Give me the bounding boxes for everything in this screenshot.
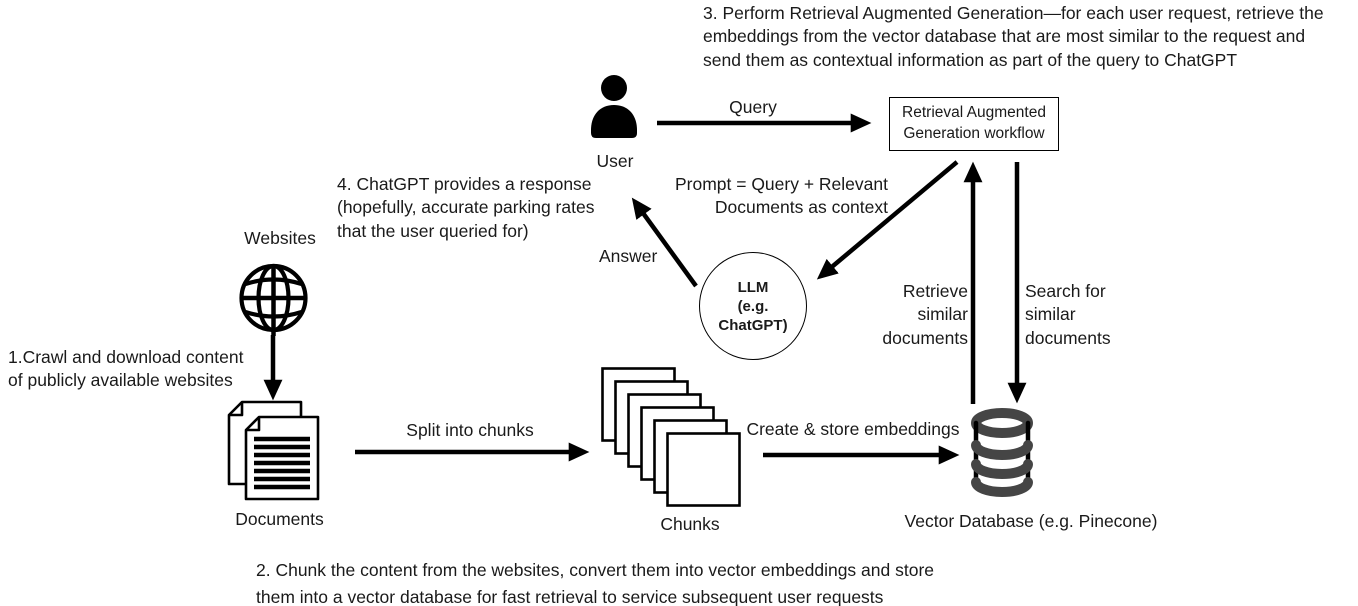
documents-icon [227,400,320,501]
rag-workflow-box: Retrieval Augmented Generation workflow [889,97,1059,151]
step1-annotation: 1.Crawl and download content of publicly… [8,347,244,391]
documents-label: Documents [235,509,324,529]
vector-db-label: Vector Database (e.g. Pinecone) [904,511,1158,531]
prompt-arrow [816,160,959,280]
retrieve-edge-label: Retrieve similar documents [882,281,968,348]
step4-annotation: 4. ChatGPT provides a response (hopefull… [337,174,595,241]
database-icon [971,408,1033,497]
split-edge-label: Split into chunks [406,420,534,440]
search-edge-label: Search for similar documents [1025,281,1111,348]
prompt-edge-label: Prompt = Query + Relevant Documents as c… [674,174,888,218]
chunks-icon [601,367,741,507]
step2-annotation: 2. Chunk the content from the websites, … [256,560,935,606]
query-edge-label: Query [729,97,777,117]
answer-edge-label: Answer [599,246,658,266]
step3-annotation: 3. Perform Retrieval Augmented Generatio… [703,3,1324,70]
globe-icon [239,263,308,336]
embed-edge-label: Create & store embeddings [746,419,960,439]
chunks-label: Chunks [660,514,720,534]
user-label: User [596,151,634,171]
llm-node-label: LLM (e.g. ChatGPT) [718,278,788,334]
websites-label: Websites [244,228,316,248]
person-icon [591,75,637,138]
llm-node: LLM (e.g. ChatGPT) [699,252,807,360]
answer-arrow [631,197,698,288]
